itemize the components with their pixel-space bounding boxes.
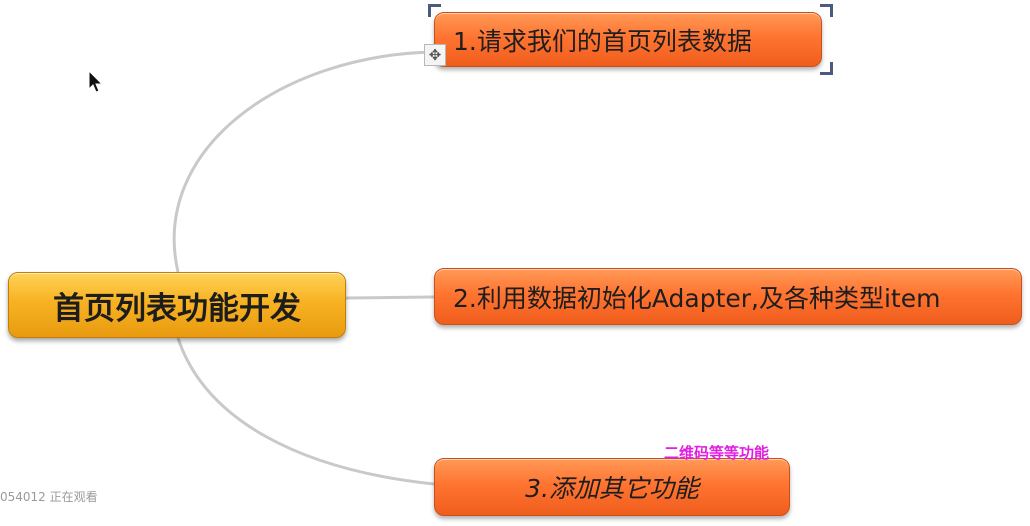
viewer-status: 054012 正在观看 [0,490,98,504]
connector-topic-1 [172,50,435,273]
topic-2-init-adapter[interactable]: 2.利用数据初始化Adapter,及各种类型item [434,268,1022,325]
topic-1-request-data[interactable]: 1.请求我们的首页列表数据 [434,12,822,67]
selection-handle-bottom-right[interactable] [820,62,833,75]
selection-handle-top-left[interactable] [428,4,441,17]
topic-3-add-features[interactable]: 3.添加其它功能 [434,458,790,516]
connector-topic-3 [176,337,435,486]
selection-handle-top-right[interactable] [820,4,833,17]
connector-topic-2 [345,295,435,300]
mouse-pointer-icon [88,70,104,93]
overlay-note: 二维码等等功能 [664,444,770,462]
central-topic[interactable]: 首页列表功能开发 [8,272,346,338]
move-arrows-icon[interactable]: ✥ [424,44,446,66]
